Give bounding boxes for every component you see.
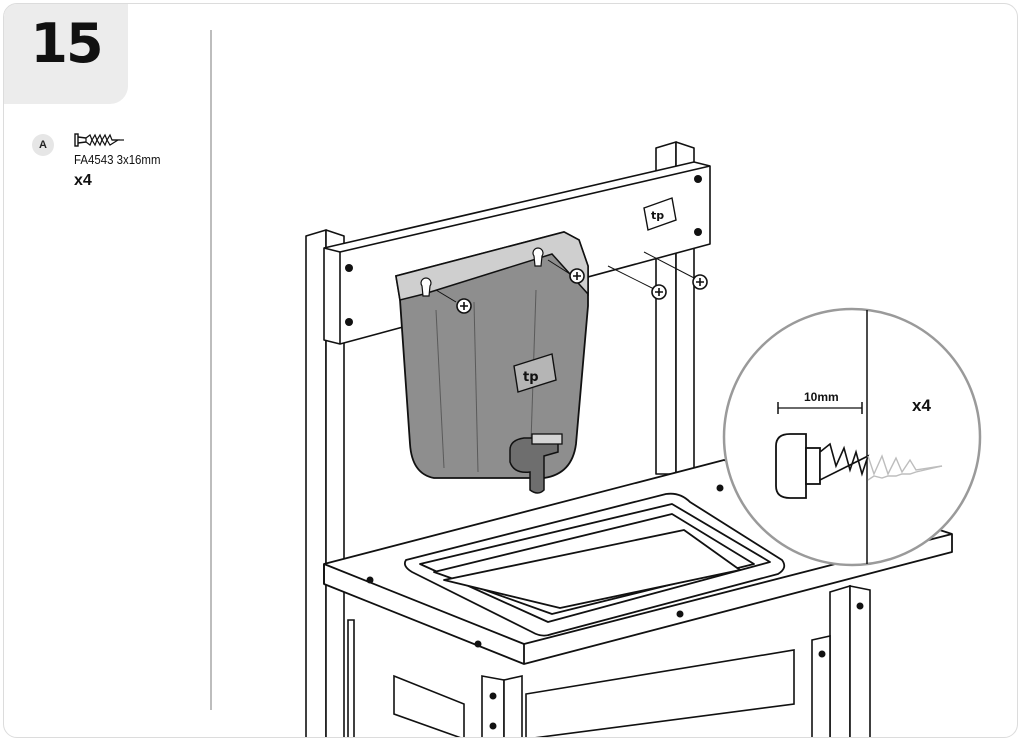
part-code: FA4543 3x16mm — [74, 152, 161, 167]
step-number-box: 15 — [4, 4, 128, 104]
detail-circle — [722, 307, 982, 567]
parts-list-item: A FA4543 3x16mm x4 — [32, 130, 202, 200]
part-letter-badge: A — [32, 134, 54, 156]
svg-text:tp: tp — [523, 370, 539, 385]
step-number: 15 — [30, 12, 103, 75]
panel-divider — [210, 30, 212, 710]
instruction-panel: 15 A FA4543 3x16mm x4 — [3, 3, 1018, 738]
assembly-illustration: tp tp — [305, 141, 982, 737]
part-quantity: x4 — [74, 172, 92, 189]
screw-icon — [74, 133, 124, 147]
detail-dimension: 10mm — [804, 390, 839, 404]
svg-text:tp: tp — [651, 209, 664, 222]
detail-quantity: x4 — [912, 396, 931, 415]
